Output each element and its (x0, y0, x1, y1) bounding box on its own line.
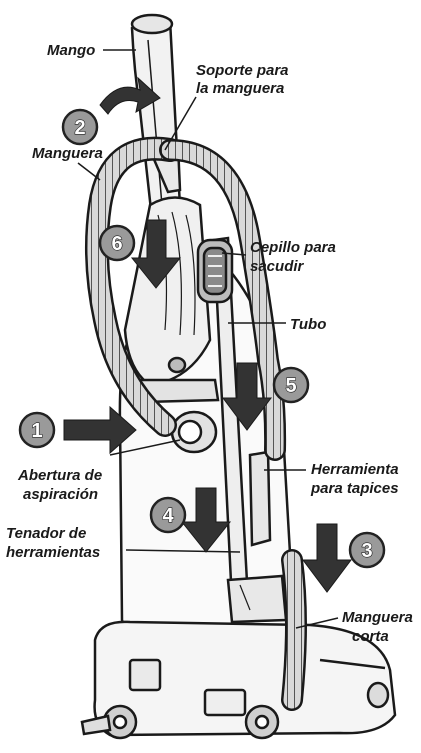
step-badge-3: 3 (350, 533, 384, 567)
step-1-label: 1 (31, 420, 42, 442)
label-cepillo-line2: sacudir (250, 258, 305, 275)
leader-manguera (78, 163, 100, 180)
arrow-3 (303, 524, 351, 592)
label-soporte-line2: la manguera (196, 80, 284, 97)
step-2-label: 2 (74, 117, 85, 139)
step-badge-4: 4 (151, 498, 185, 532)
step-badge-6: 6 (100, 226, 134, 260)
label-manguera-corta-line2: corta (352, 628, 389, 645)
label-soporte-line1: Soporte para (196, 62, 289, 79)
tool-holder (228, 576, 286, 622)
label-manguera: Manguera (32, 145, 103, 162)
step-4-label: 4 (162, 505, 174, 527)
label-abertura-line2: aspiración (23, 486, 98, 503)
label-mango: Mango (47, 42, 95, 59)
label-manguera-corta-line1: Manguera (342, 609, 413, 626)
upholstery-tool (250, 452, 270, 545)
label-tenador-line2: herramientas (6, 544, 100, 561)
step-6-label: 6 (111, 233, 122, 255)
step-badge-2: 2 (63, 110, 97, 144)
label-cepillo-line1: Cepillo para (250, 239, 336, 256)
step-badge-1: 1 (20, 413, 54, 447)
step-5-label: 5 (285, 375, 296, 397)
label-abertura-line1: Abertura de (17, 467, 102, 484)
label-tubo: Tubo (290, 316, 326, 333)
label-herramienta-line1: Herramienta (311, 461, 399, 478)
step-3-label: 3 (361, 540, 372, 562)
label-tenador-line1: Tenador de (6, 525, 86, 542)
step-badge-5: 5 (274, 368, 308, 402)
label-herramienta-line2: para tapices (310, 480, 399, 497)
